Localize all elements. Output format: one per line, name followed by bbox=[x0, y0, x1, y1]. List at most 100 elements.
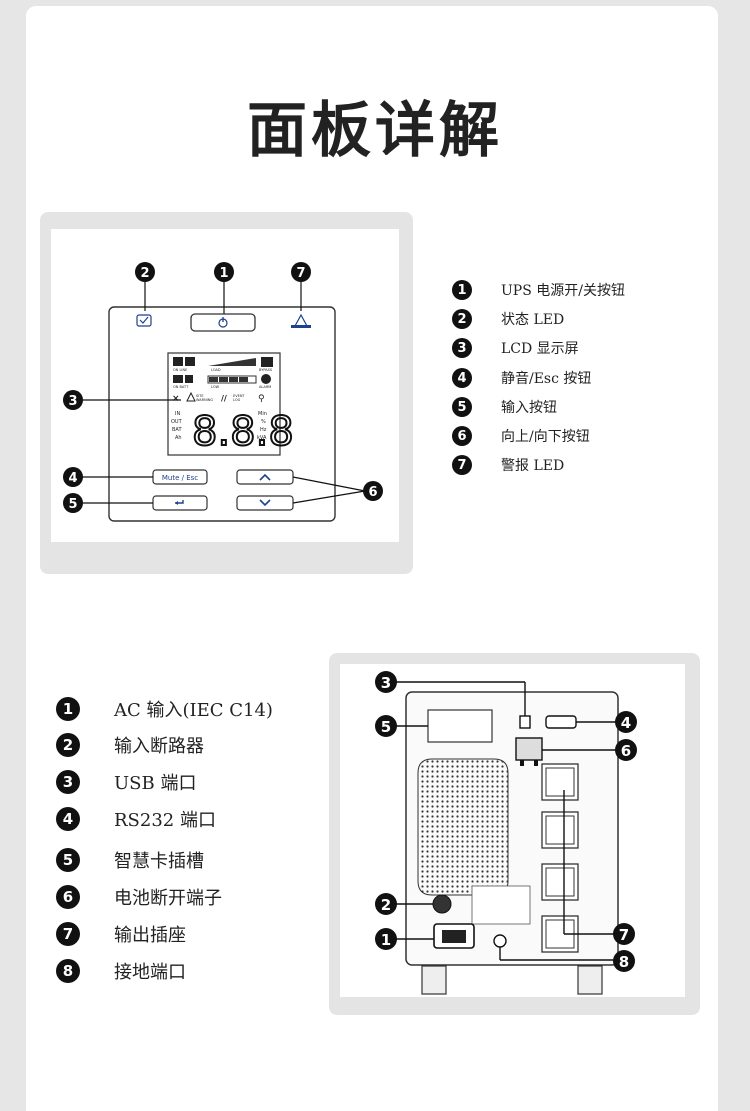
callout-8: 8 bbox=[499, 947, 635, 972]
alarm-led-icon bbox=[291, 313, 311, 328]
svg-text:ON BATT: ON BATT bbox=[173, 385, 189, 389]
callout-6: 6 bbox=[292, 476, 383, 504]
enter-button[interactable] bbox=[152, 495, 208, 511]
legend-text: 输入按钮 bbox=[501, 400, 557, 416]
legend-item: 6 向上/向下按钮 bbox=[452, 426, 590, 446]
svg-text:ON LINE: ON LINE bbox=[173, 368, 187, 372]
svg-text:WARNING: WARNING bbox=[196, 398, 213, 402]
svg-text:6: 6 bbox=[368, 485, 377, 500]
input-breaker bbox=[432, 894, 452, 914]
svg-text:2: 2 bbox=[140, 266, 149, 281]
callout-7: 7 bbox=[563, 790, 635, 945]
legend-number: 4 bbox=[452, 368, 472, 388]
lcd-screen: ON LINE LOAD BYPASS ON BATT LOW ALARM ⨯ … bbox=[167, 352, 281, 456]
legend-text: USB 端口 bbox=[114, 773, 197, 794]
svg-text:%: % bbox=[261, 419, 266, 425]
legend-number: 6 bbox=[452, 426, 472, 446]
svg-text:4: 4 bbox=[621, 714, 631, 732]
svg-text:6: 6 bbox=[621, 742, 631, 760]
legend-text: UPS 电源开/关按钮 bbox=[501, 283, 625, 299]
callout-1: 1 bbox=[375, 928, 434, 950]
legend-text: LCD 显示屏 bbox=[501, 341, 579, 357]
down-button[interactable] bbox=[236, 495, 294, 511]
rs232-port bbox=[545, 715, 577, 729]
svg-text:8: 8 bbox=[619, 953, 629, 971]
callout-5: 5 bbox=[63, 493, 153, 513]
svg-text:5: 5 bbox=[381, 718, 391, 736]
front-panel-diagram: 2 1 7 bbox=[63, 262, 383, 522]
legend-item: 4 RS232 端口 bbox=[56, 806, 216, 832]
vent-grille bbox=[417, 758, 509, 896]
svg-text:Min: Min bbox=[258, 411, 267, 417]
callout-1: 1 bbox=[214, 262, 234, 316]
legend-number: 7 bbox=[56, 922, 80, 946]
legend-text: 输出插座 bbox=[114, 925, 186, 946]
callout-6: 6 bbox=[542, 739, 637, 761]
battery-terminal bbox=[515, 737, 543, 761]
legend-number: 4 bbox=[56, 807, 80, 831]
svg-text:5: 5 bbox=[68, 497, 77, 512]
legend-item: 5 输入按钮 bbox=[452, 397, 557, 417]
legend-number: 6 bbox=[56, 885, 80, 909]
up-button[interactable] bbox=[236, 469, 294, 485]
svg-text:OUT: OUT bbox=[171, 419, 183, 425]
svg-text:EVENT: EVENT bbox=[233, 394, 245, 398]
smart-slot bbox=[427, 709, 493, 743]
svg-text:LOW: LOW bbox=[211, 385, 220, 389]
svg-text:ALARM: ALARM bbox=[259, 385, 271, 389]
legend-number: 3 bbox=[452, 338, 472, 358]
lcd-digits: 8.8.8 bbox=[192, 409, 294, 455]
svg-text:3: 3 bbox=[381, 674, 391, 692]
legend-text: RS232 端口 bbox=[114, 810, 216, 831]
mute-esc-label: Mute / Esc bbox=[162, 474, 198, 482]
legend-item: 7 输出插座 bbox=[56, 921, 186, 947]
callout-4: 4 bbox=[576, 711, 637, 733]
svg-text:7: 7 bbox=[619, 926, 629, 944]
svg-text:LOG: LOG bbox=[233, 398, 241, 402]
svg-text:4: 4 bbox=[68, 471, 77, 486]
legend-text: 输入断路器 bbox=[114, 736, 204, 757]
power-button[interactable] bbox=[190, 313, 256, 332]
legend-text: 向上/向下按钮 bbox=[501, 429, 590, 445]
svg-text:1: 1 bbox=[219, 266, 228, 281]
ups-foot-left bbox=[421, 965, 447, 995]
legend-text: 接地端口 bbox=[114, 962, 186, 983]
svg-text:BAT: BAT bbox=[172, 427, 182, 433]
legend-item: 4 静音/Esc 按钮 bbox=[452, 368, 591, 388]
svg-text:Hz: Hz bbox=[260, 427, 267, 433]
svg-text:⚲: ⚲ bbox=[258, 394, 265, 404]
legend-text: AC 输入(IEC C14) bbox=[114, 700, 273, 721]
legend-number: 5 bbox=[56, 848, 80, 872]
legend-item: 2 输入断路器 bbox=[56, 732, 204, 758]
mute-esc-button[interactable]: Mute / Esc bbox=[152, 469, 208, 485]
svg-text://: // bbox=[221, 394, 227, 403]
legend-text: 电池断开端子 bbox=[114, 888, 222, 909]
page-title: 面板详解 bbox=[247, 96, 503, 166]
rating-label bbox=[471, 885, 531, 925]
callout-2: 2 bbox=[375, 893, 433, 915]
callout-3: 3 bbox=[375, 671, 526, 716]
svg-text:1: 1 bbox=[381, 931, 391, 949]
legend-item: 3 LCD 显示屏 bbox=[452, 338, 579, 358]
svg-text:kVA: kVA bbox=[257, 435, 267, 441]
callout-3: 3 bbox=[63, 390, 181, 410]
rear-panel-figure: 3 5 4 6 2 1 7 bbox=[340, 664, 685, 997]
legend-number: 2 bbox=[56, 733, 80, 757]
callout-4: 4 bbox=[63, 467, 153, 487]
callout-7: 7 bbox=[291, 262, 311, 311]
callout-2: 2 bbox=[135, 262, 155, 311]
svg-text:IN: IN bbox=[175, 411, 180, 417]
svg-text:BYPASS: BYPASS bbox=[259, 368, 273, 372]
ground-screw bbox=[493, 934, 507, 948]
svg-text:Ah: Ah bbox=[175, 435, 182, 441]
legend-number: 5 bbox=[452, 397, 472, 417]
legend-text: 静音/Esc 按钮 bbox=[501, 371, 592, 387]
legend-text: 警报 LED bbox=[501, 458, 565, 474]
